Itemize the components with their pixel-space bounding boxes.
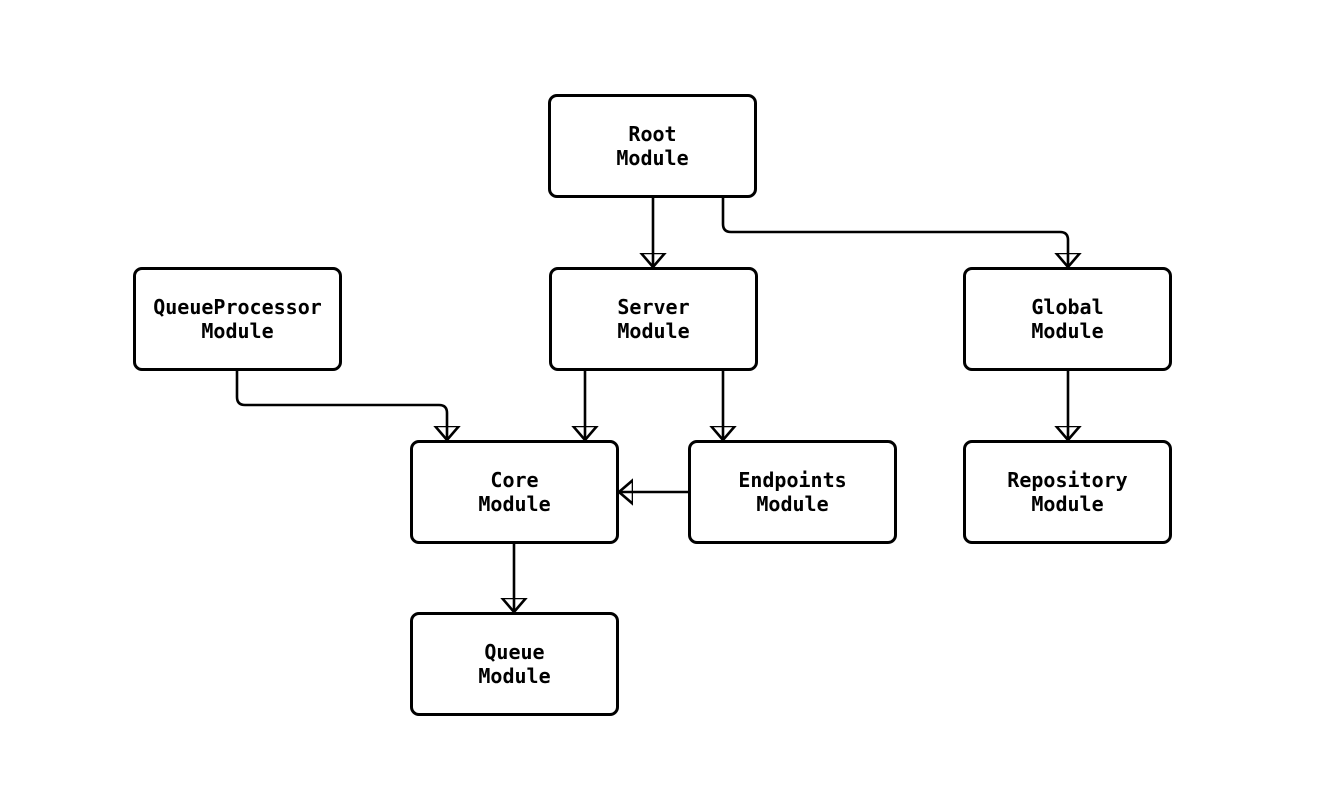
- node-global-module-label: Global Module: [1031, 295, 1104, 343]
- node-queueprocessor-module: QueueProcessor Module: [133, 267, 342, 371]
- node-queue-module: Queue Module: [410, 612, 619, 716]
- node-core-module-label: Core Module: [478, 468, 551, 516]
- node-server-module: Server Module: [549, 267, 758, 371]
- node-endpoints-module-label: Endpoints Module: [738, 468, 847, 516]
- edge-root-to-global: [721, 198, 1068, 267]
- node-global-module: Global Module: [963, 267, 1172, 371]
- node-queueprocessor-module-label: QueueProcessor Module: [153, 295, 322, 343]
- node-queue-module-label: Queue Module: [478, 640, 551, 688]
- node-root-module: Root Module: [548, 94, 757, 198]
- node-core-module: Core Module: [410, 440, 619, 544]
- node-repository-module: Repository Module: [963, 440, 1172, 544]
- node-root-module-label: Root Module: [616, 122, 689, 170]
- node-endpoints-module: Endpoints Module: [688, 440, 897, 544]
- edge-queueprocessor-to-core: [235, 371, 447, 440]
- node-repository-module-label: Repository Module: [1007, 468, 1128, 516]
- node-server-module-label: Server Module: [617, 295, 690, 343]
